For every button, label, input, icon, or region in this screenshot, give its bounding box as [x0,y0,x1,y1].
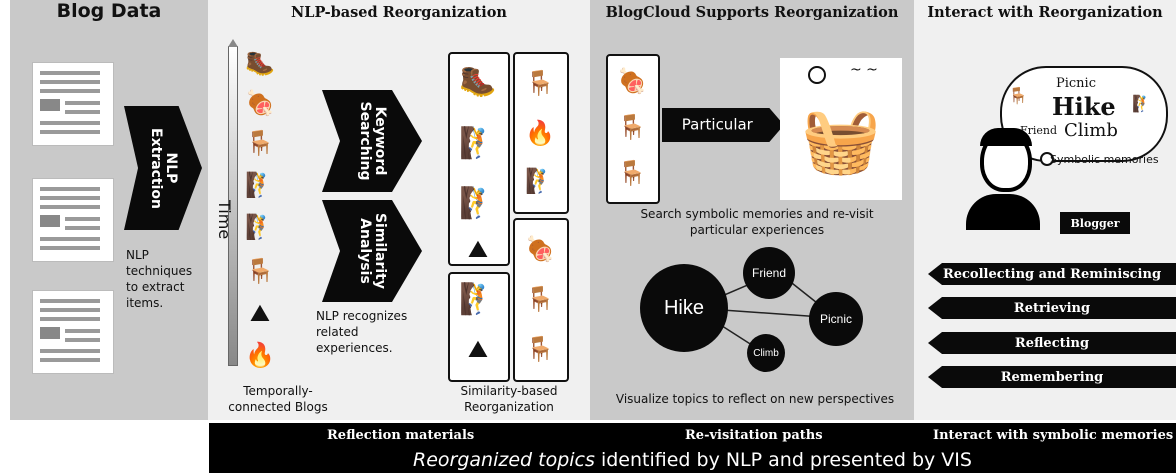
topic-node-hike[interactable]: Hike [640,264,728,352]
climber-icon: 🧗 [245,213,275,241]
cluster-box-climbing: 🧗 ⛰ [448,272,510,382]
time-axis [228,39,238,366]
grill-icon: 🍖 [525,235,555,263]
birds-icon: ~ ~ [850,62,878,78]
cluster-box-camping: 🪑 🔥 🧗 [513,52,569,214]
summit-icon: ⛰ [467,335,489,363]
panel-title-blogcloud: BlogCloud Supports Reorganization [605,4,899,21]
blog-document-icon [32,290,114,374]
temporally-connected-caption: Temporally- connected Blogs [228,384,328,414]
picnic-table-icon: 🪑 [525,285,555,313]
picnic-table-icon: 🪑 [245,129,275,157]
hiker-icon: 🥾 [459,63,497,99]
picnic-table-icon: 🧺 [801,104,881,178]
footer-label-reflection: Reflection materials [327,428,475,443]
climber-icon: 🧗 [1132,94,1152,113]
picnic-table-icon: 🪑 [617,159,647,187]
campfire-icon: 🔥 [245,341,275,369]
grill-icon: 🍖 [245,89,275,117]
particular-icons-box: 🍖 🪑 🪑 [606,54,660,204]
particular-label: Particular [681,115,753,134]
picnic-table-icon: 🪑 [1008,86,1028,105]
cloud-word-picnic: Picnic [1056,76,1096,91]
picnic-table-icon: 🪑 [525,69,555,97]
footer-tagline-rest: identified by NLP and presented by VIS [594,449,972,471]
keyword-searching-label: Keyword Searching [357,101,388,181]
action-reflecting[interactable]: Reflecting [928,332,1176,354]
footer-label-revisitation: Re-visitation paths [685,428,823,443]
panel-blog-data: Blog Data NLP Extraction NLP techniques … [10,0,208,420]
symbolic-memories-label: Symbolic memories [1050,153,1159,166]
blog-document-icon [32,62,114,146]
particular-arrow: Particular [662,108,784,142]
cloud-word-hike: Hike [1052,92,1116,121]
climber-icon: 🧗 [525,167,555,195]
campfire-icon: 🔥 [525,119,555,147]
panel-title-interact: Interact with Reorganization [927,4,1163,21]
blogger-badge: Blogger [1060,212,1130,234]
action-recollecting[interactable]: Recollecting and Reminiscing [928,263,1176,285]
action-remembering[interactable]: Remembering [928,366,1176,388]
similarity-analysis-label: Similarity Analysis [357,212,388,290]
panel-title-blog-data: Blog Data [56,0,162,22]
nlp-extraction-arrow: NLP Extraction [124,106,202,230]
cluster-box-hiking: 🥾 🧗 🧗 ⛰ [448,52,510,266]
climber-icon: 🧗 [245,171,275,199]
topic-node-climb[interactable]: Climb [747,334,785,372]
topic-node-friend[interactable]: Friend [743,247,795,299]
picnic-scene-image: ~ ~ 🧺 [780,58,902,200]
hiker-icon: 🥾 [245,49,275,77]
summit-icon: ⛰ [249,299,271,327]
action-retrieving[interactable]: Retrieving [928,297,1176,319]
footer-tagline-emphasis: Reorganized topics [413,449,595,471]
climber-icon: 🧗 [459,281,497,317]
footer-label-interact: Interact with symbolic memories [933,428,1174,443]
picnic-table-icon: 🪑 [617,113,647,141]
similarity-based-caption: Similarity-based Reorganization [460,384,558,414]
cloud-word-climb: Climb [1064,120,1118,141]
grill-icon: 🍖 [617,67,647,95]
panel-title-nlp: NLP-based Reorganization [291,4,507,21]
climber-icon: 🧗 [459,185,497,221]
climber-icon: 🧗 [459,125,497,161]
picnic-table-icon: 🪑 [525,335,555,363]
thought-dot [1040,152,1054,166]
nlp-recognizes-text: NLP recognizes related experiences. [316,309,408,355]
blog-document-icon [32,178,114,262]
blogger-avatar [966,128,1040,230]
topic-node-picnic[interactable]: Picnic [809,292,863,346]
panel-interact: Interact with Reorganization [914,0,1176,420]
footer-tagline: Reorganized topics identified by NLP and… [209,449,1176,471]
nlp-techniques-text: NLP techniques to extract items. [126,248,193,310]
cluster-box-picnic: 🍖 🪑 🪑 [513,218,569,382]
sun-icon [808,66,826,84]
time-label: Time [215,200,234,240]
search-symbolic-caption: Search symbolic memories and re-visit pa… [640,207,874,237]
cloud-word-friend: Friend [1020,124,1058,137]
summit-icon: ⛰ [467,235,489,263]
picnic-table-icon: 🪑 [245,257,275,285]
nlp-extraction-label: NLP Extraction [148,128,179,210]
visualize-topics-caption: Visualize topics to reflect on new persp… [615,392,895,406]
footer-banner: Reflection materials Re-visitation paths… [209,423,1176,473]
